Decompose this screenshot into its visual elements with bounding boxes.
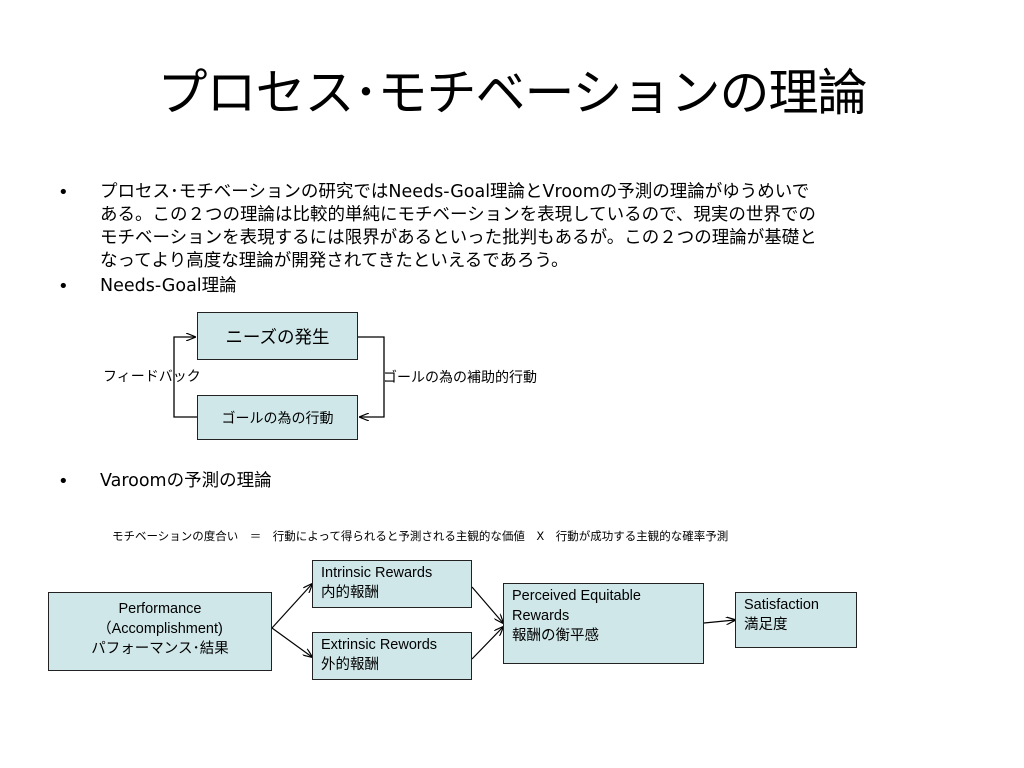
extrinsic-line-1: Extrinsic Rewords xyxy=(321,637,438,653)
feedback-label: フィードバック xyxy=(103,369,201,385)
performance-line-1: Performance xyxy=(118,601,202,617)
arrow-performance-extrinsic xyxy=(271,627,312,657)
needs-occurrence-box: ニーズの発生 xyxy=(197,312,358,360)
performance-line-3: パフォーマンス･結果 xyxy=(91,641,229,657)
bullet-dot-3: • xyxy=(58,471,69,492)
satisfaction-line-2: 満足度 xyxy=(744,617,788,633)
feedback-arrow xyxy=(173,337,197,418)
bullet-dot-1: • xyxy=(58,182,69,203)
slide-title: プロセス･モチベーションの理論 xyxy=(157,64,868,122)
satisfaction-box: Satisfaction 満足度 xyxy=(735,592,857,648)
intrinsic-line-2: 内的報酬 xyxy=(321,585,379,601)
vroom-heading: Varoomの予測の理論 xyxy=(100,471,272,491)
satisfaction-line-1: Satisfaction xyxy=(744,597,819,613)
perceived-line-3: 報酬の衡平感 xyxy=(512,628,599,644)
intrinsic-line-1: Intrinsic Rewards xyxy=(321,565,433,581)
needs-goal-heading: Needs-Goal理論 xyxy=(100,276,237,296)
intrinsic-rewards-box: Intrinsic Rewards 内的報酬 xyxy=(312,560,472,608)
performance-line-2: （Accomplishment) xyxy=(97,621,223,637)
arrow-perceived-satisfaction xyxy=(703,620,735,623)
extrinsic-line-2: 外的報酬 xyxy=(321,657,379,673)
performance-box: Performance （Accomplishment) パフォーマンス･結果 xyxy=(48,592,272,671)
intro-paragraph: プロセス･モチベーションの研究ではNeeds-Goal理論とVroomの予測の理… xyxy=(100,182,817,271)
arrow-intrinsic-perceived xyxy=(471,586,503,623)
perceived-equitable-rewards-box: Perceived Equitable Rewards 報酬の衡平感 xyxy=(503,583,704,664)
goal-action-box: ゴールの為の行動 xyxy=(197,395,358,440)
auxiliary-action-arrow xyxy=(358,336,385,417)
motivation-formula: モチベーションの度合い ＝ 行動によって得られると予測される主観的な価値 X 行… xyxy=(112,529,729,543)
extrinsic-rewards-box: Extrinsic Rewords 外的報酬 xyxy=(312,632,472,680)
perceived-line-1: Perceived Equitable xyxy=(512,588,641,604)
perceived-line-2: Rewards xyxy=(512,608,570,624)
arrow-extrinsic-perceived xyxy=(471,627,503,660)
auxiliary-action-label: ゴールの為の補助的行動 xyxy=(383,370,537,386)
bullet-dot-2: • xyxy=(58,276,69,297)
arrow-performance-intrinsic xyxy=(271,584,312,629)
